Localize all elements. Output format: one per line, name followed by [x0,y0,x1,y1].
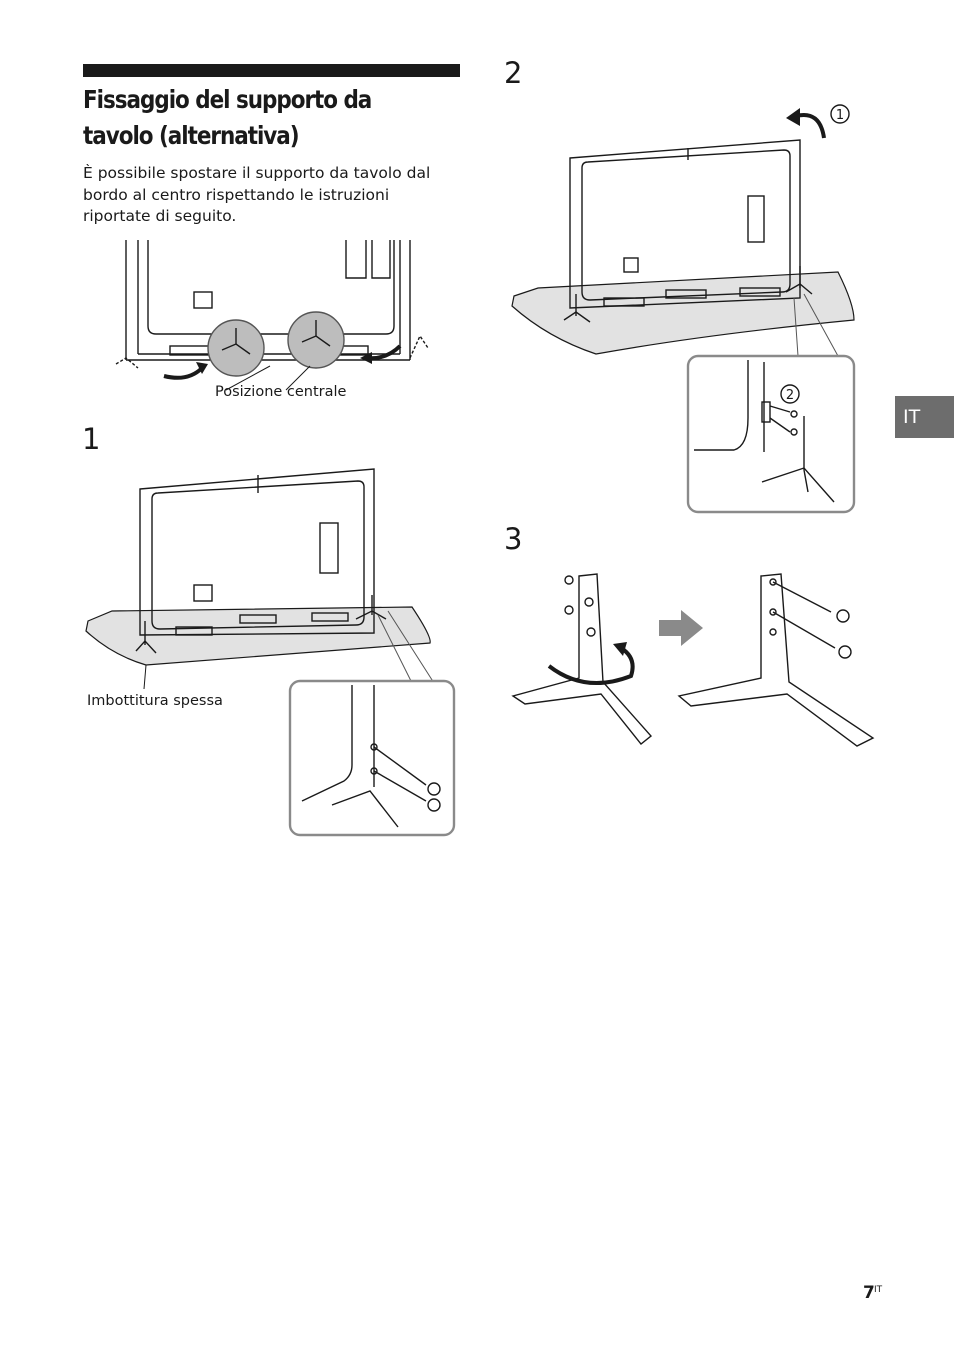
tilt-arrow-icon [795,113,826,139]
callout-2-badge [780,384,800,404]
next-step-arrow-icon [659,610,703,646]
center-position-highlight-right [287,311,345,369]
screw-icon [838,645,852,659]
move-arrow-left-icon [163,366,204,380]
callout-1-text: 1 [836,108,844,123]
screw-icon [427,798,441,812]
page-title-line-1: Fissaggio del supporto da [83,85,372,114]
page-number: 7 [863,1283,875,1303]
step-1-illustration [85,468,456,837]
overview-illustration [115,240,429,391]
page-title: Fissaggio del supporto da tavolo (altern… [83,82,410,154]
page-number-suffix: IT [874,1285,883,1295]
step-2-illustration: 1 2 [511,104,856,514]
rotate-arrow-icon [547,646,635,686]
page-title-line-2: tavolo (alternativa) [83,121,300,150]
step-3-illustration [511,573,875,747]
title-rule [83,64,460,77]
callout-2-text: 2 [786,388,794,403]
step-2-number: 2 [504,56,523,90]
step-2-table-surface [511,271,855,355]
step-3-number: 3 [504,522,523,556]
thick-padding-label: Imbottitura spessa [87,693,223,709]
callout-1-badge [830,104,850,124]
intro-text: È possibile spostare il supporto da tavo… [83,164,431,225]
language-tab: IT [895,396,954,438]
step-1-detail-callout [288,679,456,837]
screw-icon [427,782,441,796]
center-position-label: Posizione centrale [215,384,347,400]
center-position-highlight-left [207,319,265,377]
screw-icon [836,609,850,623]
step-1-number: 1 [82,422,101,456]
step-2-detail-callout [686,354,856,514]
